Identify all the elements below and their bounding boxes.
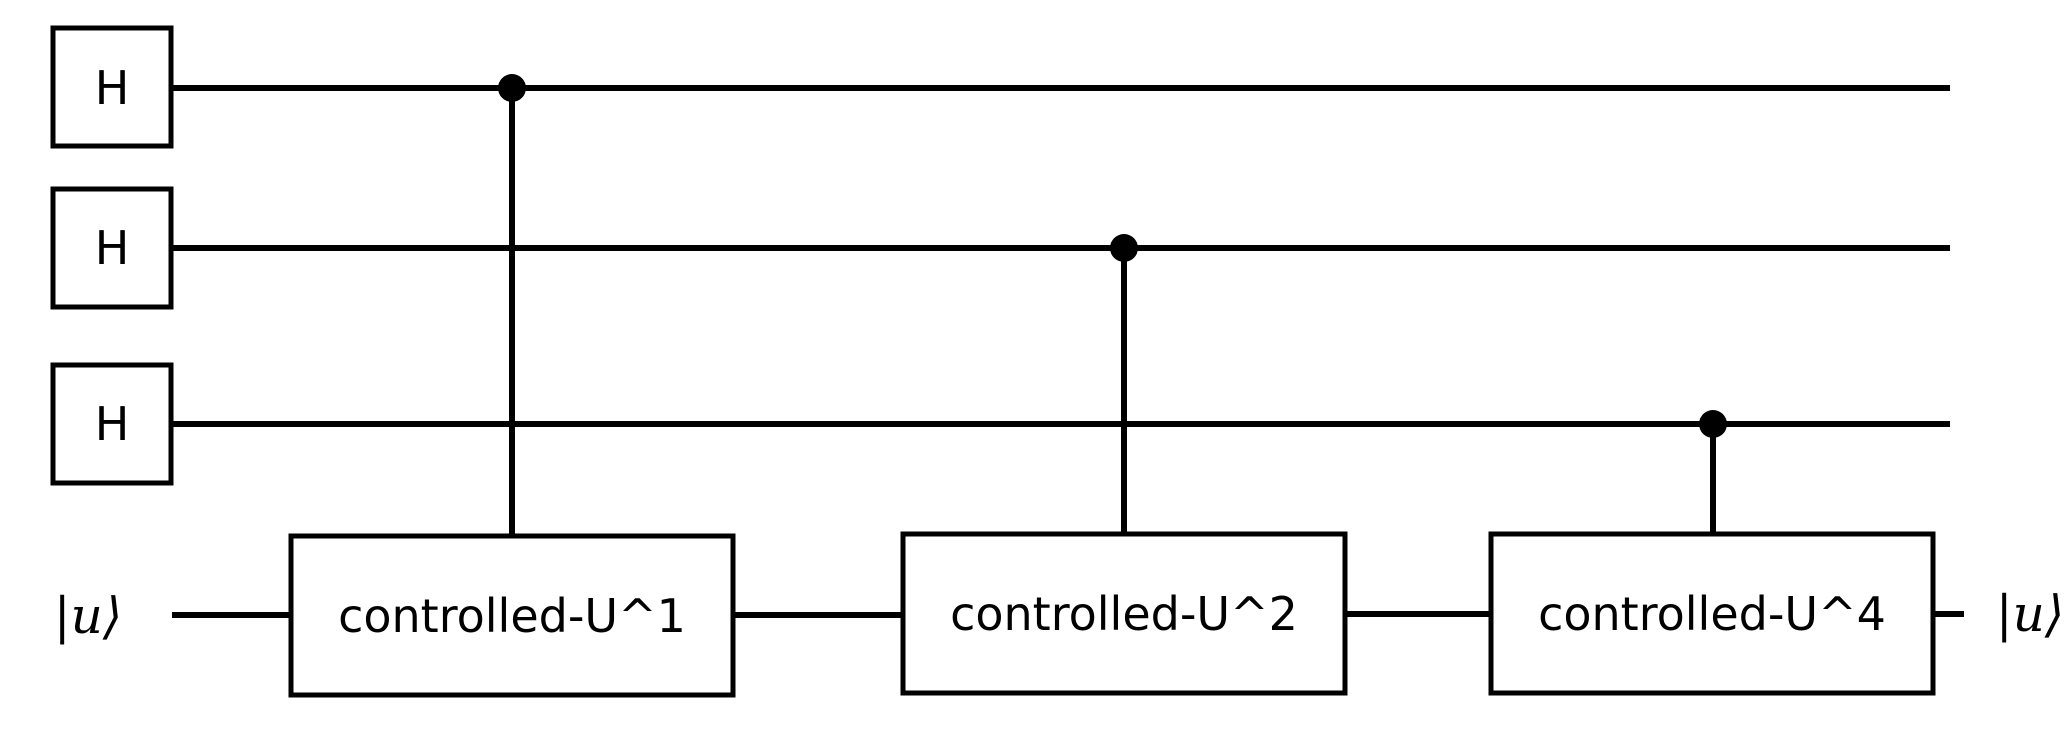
- controlled-unitary-2: controlled-U^2: [900, 531, 1348, 696]
- controlled-unitary-label: controlled-U^1: [338, 589, 686, 643]
- control-dot-3: [1699, 410, 1727, 438]
- controlled-unitary-label: controlled-U^2: [950, 587, 1298, 641]
- output-state-label: |u⟩: [1996, 585, 2065, 643]
- hadamard-gate-label: H: [95, 397, 130, 451]
- controlled-unitary-1: controlled-U^1: [288, 533, 736, 698]
- hadamard-gate-1: H: [50, 25, 174, 149]
- input-state-label: |u⟩: [54, 587, 123, 645]
- control-dot-2: [1110, 234, 1138, 262]
- hadamard-gate-2: H: [50, 186, 174, 310]
- controlled-unitary-3: controlled-U^4: [1488, 531, 1936, 696]
- controlled-unitary-label: controlled-U^4: [1538, 587, 1886, 641]
- hadamard-gate-3: H: [50, 362, 174, 486]
- control-dot-1: [498, 74, 526, 102]
- hadamard-gate-label: H: [95, 221, 130, 275]
- hadamard-gate-label: H: [95, 61, 130, 115]
